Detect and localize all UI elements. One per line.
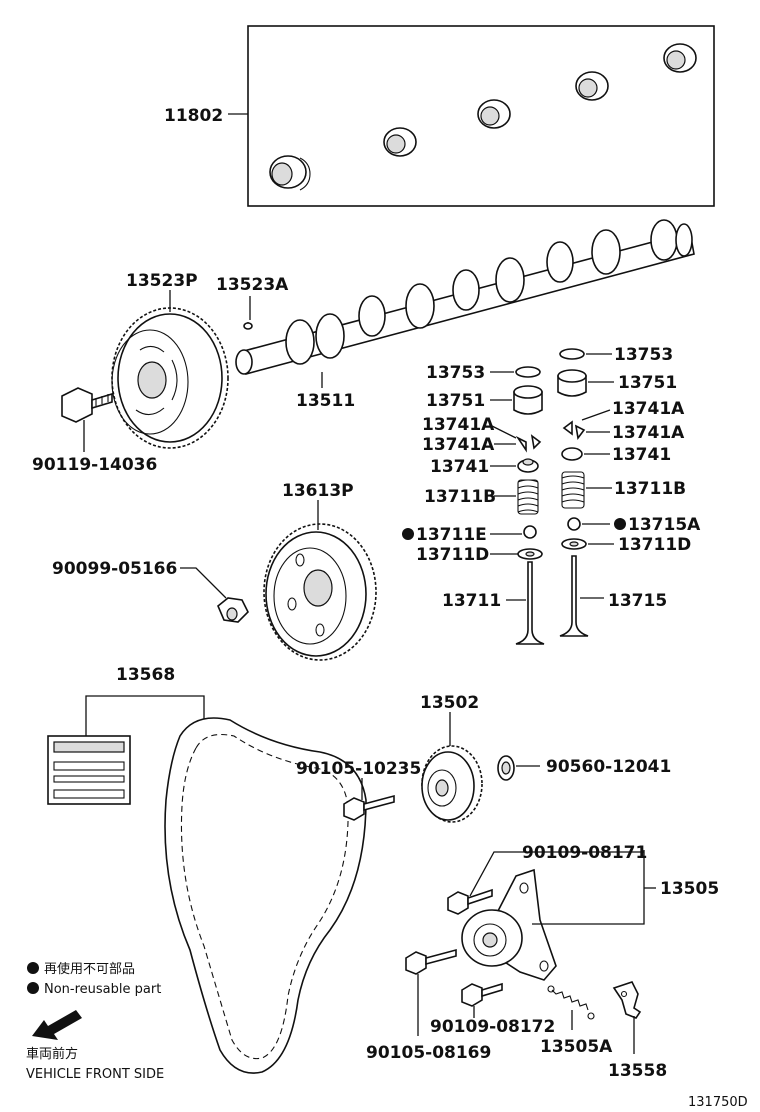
idler-bolt	[343, 794, 395, 821]
timing-belt	[164, 717, 367, 1074]
bearing-set-group	[228, 25, 715, 207]
label-13753-right: 13753	[614, 345, 673, 365]
label-13741A-left-1: 13741A	[422, 415, 495, 435]
cam-lobe	[358, 295, 386, 337]
label-13741-right: 13741	[612, 445, 671, 465]
valve-stem-seal-right	[567, 517, 581, 531]
bearing-shell-1	[269, 155, 311, 191]
legend-bullet-en	[27, 982, 39, 994]
label-13711D-left: 13711D	[416, 545, 489, 565]
leader-90109-08171	[469, 851, 520, 897]
label-13711E: 13711E	[416, 525, 487, 545]
pulley-nut	[217, 597, 249, 623]
idler-pulley	[421, 745, 483, 823]
intake-valve	[515, 561, 545, 645]
bearing-shell-3	[477, 99, 511, 129]
label-13711D-right: 13711D	[618, 535, 691, 555]
shim-right	[559, 348, 585, 360]
cam-lobe	[546, 241, 574, 283]
valve-stem-seal-left	[523, 525, 537, 539]
cam-lobe	[315, 313, 345, 359]
non-reusable-mark	[402, 528, 414, 540]
tensioner-spring	[547, 985, 595, 1020]
label-11802: 11802	[164, 106, 223, 126]
cam-lobe	[591, 229, 621, 275]
label-13502: 13502	[420, 693, 479, 713]
label-90109-08172: 90109-08172	[430, 1017, 555, 1037]
bearing-shell-4	[575, 71, 609, 101]
label-13523P: 13523P	[126, 271, 198, 291]
label-13711: 13711	[442, 591, 501, 611]
label-90099-05166: 90099-05166	[52, 559, 177, 579]
shim-left	[515, 366, 541, 378]
label-13741-left: 13741	[430, 457, 489, 477]
label-13511: 13511	[296, 391, 355, 411]
leader-13568	[85, 695, 205, 736]
label-90109-08171: 90109-08171	[522, 843, 647, 863]
label-13568: 13568	[116, 665, 175, 685]
keeper-left	[515, 434, 542, 453]
tensioner-bolt-lower	[405, 948, 457, 975]
knock-pin	[243, 322, 253, 330]
cam-lobe	[495, 257, 525, 303]
cam-lobe	[405, 283, 435, 329]
leader-13505	[532, 850, 645, 925]
label-13523A: 13523A	[216, 275, 289, 295]
valve-train-left	[490, 366, 545, 645]
tensioner-pivot-bolt	[461, 982, 503, 1007]
label-90560-12041: 90560-12041	[546, 757, 671, 777]
bearing-shell-5	[663, 43, 697, 73]
label-13558: 13558	[608, 1061, 667, 1081]
legend-non-reusable-en: Non-reusable part	[44, 982, 161, 997]
label-13751-right: 13751	[618, 373, 677, 393]
bearing-shell-2	[383, 127, 417, 157]
leader-90099	[180, 567, 227, 599]
cam-lobe	[650, 219, 678, 261]
legend-non-reusable-jp: 再使用不可部品	[44, 961, 135, 977]
valve-spring-left	[517, 479, 539, 513]
camshaft-timing-pulley	[111, 307, 229, 449]
label-90105-08169: 90105-08169	[366, 1043, 491, 1063]
belt-tensioner	[461, 868, 557, 981]
idler-spacer	[497, 755, 515, 781]
label-90105-10235: 90105-10235	[296, 759, 421, 779]
keeper-right	[562, 420, 586, 440]
legend-bullet-jp	[27, 962, 39, 974]
exhaust-valve	[559, 555, 589, 637]
front-direction-arrow	[32, 1010, 82, 1040]
label-90119-14036: 90119-14036	[32, 455, 157, 475]
label-13613P: 13613P	[282, 481, 354, 501]
legend: 再使用不可部品 Non-reusable part 車両前方 VEHICLE F…	[26, 961, 164, 1082]
label-13751-left: 13751	[426, 391, 485, 411]
pulley-bolt	[61, 387, 113, 423]
label-13715A: 13715A	[628, 515, 701, 535]
valve-train-right	[557, 348, 614, 637]
spring-bracket	[612, 981, 642, 1019]
label-13505: 13505	[660, 879, 719, 899]
belt-sample-box	[47, 735, 131, 805]
cam-lobe	[452, 269, 480, 311]
legend-front-jp: 車両前方	[26, 1046, 78, 1062]
label-13741A-right-2: 13741A	[612, 423, 685, 443]
legend-front-en: VEHICLE FRONT SIDE	[26, 1067, 164, 1082]
label-13741A-right-1: 13741A	[612, 399, 685, 419]
retainer-right	[561, 447, 583, 461]
label-13741A-left-2: 13741A	[422, 435, 495, 455]
pump-timing-pulley	[263, 523, 377, 661]
cam-lobe	[285, 319, 315, 365]
label-13711B-left: 13711B	[424, 487, 496, 507]
non-reusable-mark	[614, 518, 626, 530]
label-13505A: 13505A	[540, 1037, 613, 1057]
label-13715: 13715	[608, 591, 667, 611]
label-13711B-right: 13711B	[614, 479, 686, 499]
camshaft	[235, 219, 695, 375]
tensioner-bolt-upper	[447, 888, 493, 915]
label-13753-left: 13753	[426, 363, 485, 383]
diagram-id: 131750D	[688, 1095, 748, 1110]
